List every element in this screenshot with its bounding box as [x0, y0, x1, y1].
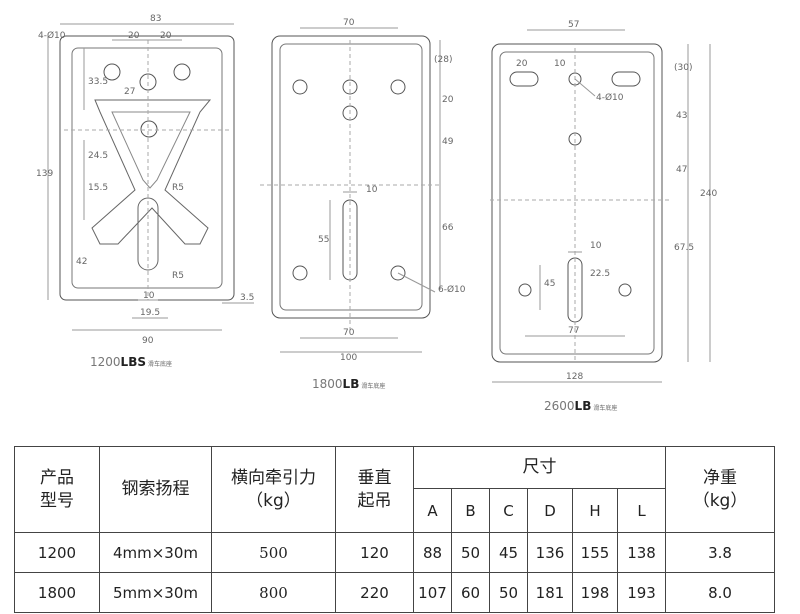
- dim-label: 100: [340, 353, 357, 363]
- dim-label: 90: [142, 336, 154, 346]
- dim-label: R5: [172, 183, 184, 193]
- dim-label: 20: [160, 31, 172, 41]
- table-row: 1800 5mm×30m 800 220 107 60 50 181 198 1…: [14, 572, 776, 613]
- header-size-l: L: [616, 488, 667, 533]
- cell-size-c: 50: [489, 572, 528, 613]
- header-size: 尺寸: [412, 446, 667, 489]
- cell-size-a: 107: [413, 572, 452, 613]
- cell-vertical: 220: [335, 572, 414, 613]
- dim-label: R5: [172, 271, 184, 281]
- dim-label: 4-Ø10: [596, 92, 624, 103]
- header-size-d: D: [527, 488, 573, 533]
- dim-label: 33.5: [88, 77, 108, 87]
- cell-vertical: 120: [335, 532, 414, 573]
- dim-label: 55: [318, 235, 329, 245]
- dim-label: 139: [36, 169, 53, 179]
- cell-model: 1200: [14, 532, 100, 573]
- header-size-h: H: [572, 488, 618, 533]
- dim-label: 3.5: [240, 293, 254, 303]
- dim-label: 22.5: [590, 269, 610, 279]
- table-row: 1200 4mm×30m 500 120 88 50 45 136 155 13…: [14, 532, 776, 573]
- cell-size-d: 181: [527, 572, 573, 613]
- spec-table: 产品型号 钢索扬程 横向牵引力（kg） 垂直起吊 尺寸 净重（kg） A B C…: [14, 446, 776, 613]
- dim-label: 128: [566, 372, 583, 382]
- dim-label: 45: [544, 279, 555, 289]
- header-traction: 横向牵引力（kg）: [211, 446, 336, 533]
- header-stroke: 钢索扬程: [99, 446, 212, 533]
- header-size-c: C: [489, 488, 528, 533]
- drawing-1200lbs: [47, 23, 254, 331]
- dim-label: 66: [442, 223, 454, 233]
- dim-label: 10: [366, 185, 378, 195]
- drawing-2600lb: [490, 29, 711, 383]
- dim-label: 10: [143, 291, 155, 301]
- dim-label: 4-Ø10: [38, 30, 66, 41]
- cell-stroke: 4mm×30m: [99, 532, 212, 573]
- dim-label: (28): [434, 55, 452, 65]
- header-vertical-lift: 垂直起吊: [335, 446, 414, 533]
- dim-label: 15.5: [88, 183, 108, 193]
- header-model: 产品型号: [14, 446, 100, 533]
- cell-weight: 3.8: [665, 532, 776, 573]
- dim-label: 24.5: [88, 151, 108, 161]
- dim-label: 67.5: [674, 243, 694, 253]
- dim-label: 57: [568, 20, 579, 30]
- cell-size-l: 193: [616, 572, 667, 613]
- cell-size-a: 88: [413, 532, 452, 573]
- dim-label: 10: [590, 241, 602, 251]
- dim-label: 19.5: [140, 308, 160, 318]
- dim-label: 47: [676, 165, 687, 175]
- cell-size-d: 136: [527, 532, 573, 573]
- dim-label: 27: [124, 87, 135, 97]
- dim-label: 240: [700, 189, 717, 199]
- cell-size-c: 45: [489, 532, 528, 573]
- dim-label: 42: [76, 257, 87, 267]
- dim-label: 77: [568, 326, 579, 336]
- dim-label: 10: [554, 59, 566, 69]
- dim-label: (30): [674, 63, 692, 73]
- header-size-a: A: [413, 488, 452, 533]
- cell-size-b: 50: [451, 532, 490, 573]
- dim-label: 20: [442, 95, 454, 105]
- dim-label: 83: [150, 14, 161, 24]
- cell-stroke: 5mm×30m: [99, 572, 212, 613]
- dim-label: 6-Ø10: [438, 284, 466, 295]
- cell-traction: 500: [211, 532, 336, 573]
- dim-label: 49: [442, 137, 454, 147]
- cell-size-l: 138: [616, 532, 667, 573]
- drawing-1800lb: [260, 27, 441, 353]
- dim-label: 20: [128, 31, 140, 41]
- cell-weight: 8.0: [665, 572, 776, 613]
- technical-drawings: 83 4-Ø10 20 20 33.5 27 139 24.5 15.5 R5 …: [36, 14, 717, 413]
- cell-traction: 800: [211, 572, 336, 613]
- cell-size-b: 60: [451, 572, 490, 613]
- dim-label: 43: [676, 111, 687, 121]
- dim-label: 20: [516, 59, 528, 69]
- dim-label: 70: [343, 18, 355, 28]
- cell-model: 1800: [14, 572, 100, 613]
- cell-size-h: 155: [572, 532, 618, 573]
- header-size-b: B: [451, 488, 490, 533]
- dim-label: 70: [343, 328, 355, 338]
- header-weight: 净重（kg）: [665, 446, 776, 533]
- cell-size-h: 198: [572, 572, 618, 613]
